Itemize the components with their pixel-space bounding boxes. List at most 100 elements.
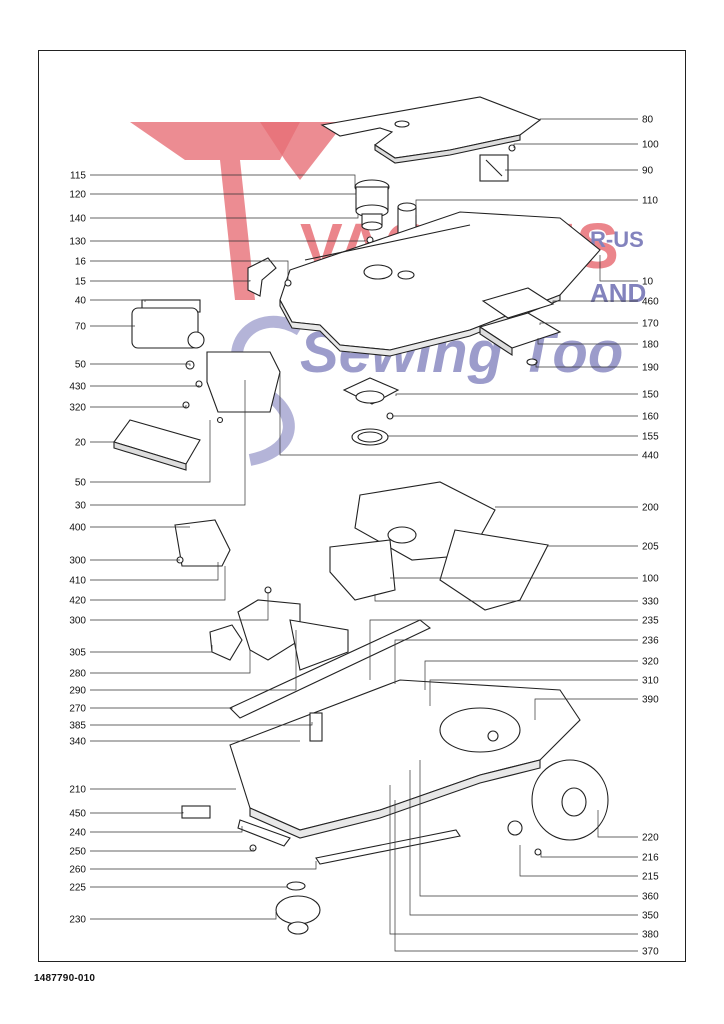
part-dust-bag [329, 481, 549, 611]
leader-line-right-4 [599, 255, 638, 282]
callout-label-left-28: 250 [69, 847, 86, 858]
callout-label-left-14: 400 [69, 523, 86, 534]
callout-label-left-6: 40 [75, 296, 87, 307]
leader-line-right-25 [419, 760, 638, 897]
leader-line-left-4 [90, 260, 289, 280]
part-front-accessories [181, 805, 461, 865]
callout-label-left-8: 50 [75, 360, 87, 371]
leader-line-left-1 [90, 193, 357, 197]
callout-label-right-27: 380 [642, 930, 659, 941]
leader-line-right-26 [409, 770, 638, 916]
leader-line-left-0 [90, 174, 356, 187]
leader-line-left-20 [90, 650, 251, 674]
part-cover-plate [320, 96, 542, 164]
leader-line-left-29 [90, 861, 317, 870]
leader-line-right-18 [394, 639, 638, 684]
callout-label-right-8: 190 [642, 363, 659, 374]
leader-line-right-8 [535, 362, 638, 368]
callout-label-left-25: 210 [69, 785, 86, 796]
callout-label-left-23: 385 [69, 721, 86, 732]
part-body-base [229, 679, 581, 839]
callout-label-left-7: 70 [75, 322, 87, 333]
callout-label-right-26: 350 [642, 911, 659, 922]
leader-line-left-23 [90, 722, 313, 726]
part-filter-stack [354, 179, 390, 244]
leader-line-right-3 [415, 199, 638, 215]
part-number-label: 1487790-010 [34, 973, 96, 984]
leader-line-right-22 [597, 810, 638, 838]
callout-label-right-4: 10 [642, 277, 654, 288]
callout-label-right-9: 150 [642, 390, 659, 401]
callout-label-right-20: 310 [642, 676, 659, 687]
leader-line-right-6 [539, 322, 638, 325]
callout-label-left-10: 320 [69, 403, 86, 414]
callout-label-right-2: 90 [642, 166, 654, 177]
part-switch-assembly [113, 351, 281, 471]
callout-label-right-7: 180 [642, 340, 659, 351]
callout-label-right-23: 216 [642, 853, 659, 864]
part-filter-door [209, 586, 349, 671]
callout-label-right-21: 390 [642, 695, 659, 706]
callout-labels: 1151201401301615407050430320205030400300… [69, 115, 659, 958]
callout-label-right-11: 155 [642, 432, 659, 443]
leader-line-right-16 [374, 594, 638, 602]
callout-label-left-19: 305 [69, 648, 86, 659]
callout-label-left-20: 280 [69, 669, 86, 680]
leader-line-right-19 [424, 660, 638, 690]
leader-line-left-3 [90, 240, 366, 242]
leader-lines [90, 118, 638, 952]
leader-line-left-8 [90, 363, 191, 366]
callout-label-right-17: 235 [642, 616, 659, 627]
callout-label-left-1: 120 [69, 190, 86, 201]
leader-line-right-0 [539, 118, 638, 120]
leader-line-right-21 [534, 698, 638, 720]
watermark-side-bottom: AND [590, 278, 646, 308]
part-fan [342, 377, 400, 446]
callout-label-left-18: 300 [69, 616, 86, 627]
callout-label-left-13: 30 [75, 501, 87, 512]
callout-label-right-6: 170 [642, 319, 659, 330]
callout-label-left-31: 230 [69, 915, 86, 926]
callout-label-right-22: 220 [642, 833, 659, 844]
leader-line-left-28 [90, 848, 254, 852]
part-switch-base [174, 519, 231, 567]
leader-line-right-28 [394, 800, 638, 952]
callout-label-left-30: 225 [69, 883, 86, 894]
callout-label-right-16: 330 [642, 597, 659, 608]
callout-label-right-5: 460 [642, 297, 659, 308]
leader-line-left-16 [90, 562, 219, 581]
part-housing-top [279, 211, 601, 357]
callout-label-left-17: 420 [69, 596, 86, 607]
callout-label-left-0: 115 [70, 171, 86, 182]
callout-label-left-27: 240 [69, 828, 86, 839]
callout-label-left-12: 50 [75, 478, 87, 489]
callout-label-left-22: 270 [69, 704, 86, 715]
callout-label-right-19: 320 [642, 657, 659, 668]
leader-line-left-9 [90, 385, 200, 387]
callout-label-left-24: 340 [69, 737, 86, 748]
leader-line-left-5 [90, 280, 251, 282]
callout-label-left-16: 410 [69, 576, 86, 587]
leader-line-left-21 [90, 630, 297, 691]
leader-line-right-7 [537, 338, 638, 345]
leader-line-right-17 [369, 619, 638, 680]
leader-line-left-10 [90, 405, 187, 408]
callout-label-left-2: 140 [69, 214, 86, 225]
callout-label-left-3: 130 [69, 237, 86, 248]
callout-label-right-1: 100 [642, 140, 659, 151]
leader-line-left-26 [90, 812, 184, 814]
callout-label-left-11: 20 [75, 438, 87, 449]
callout-label-right-13: 200 [642, 503, 659, 514]
callout-label-right-25: 360 [642, 892, 659, 903]
leader-line-right-24 [519, 845, 638, 877]
callout-label-right-28: 370 [642, 947, 659, 958]
callout-label-right-10: 160 [642, 412, 659, 423]
leader-line-left-13 [90, 380, 246, 506]
watermark-side-top: R-US [590, 227, 644, 252]
leader-line-right-20 [429, 679, 638, 706]
callout-label-right-24: 215 [642, 872, 659, 883]
leader-line-right-1 [513, 143, 638, 148]
callout-label-left-29: 260 [69, 865, 86, 876]
leader-line-left-17 [90, 566, 226, 601]
leader-line-right-5 [552, 300, 638, 304]
